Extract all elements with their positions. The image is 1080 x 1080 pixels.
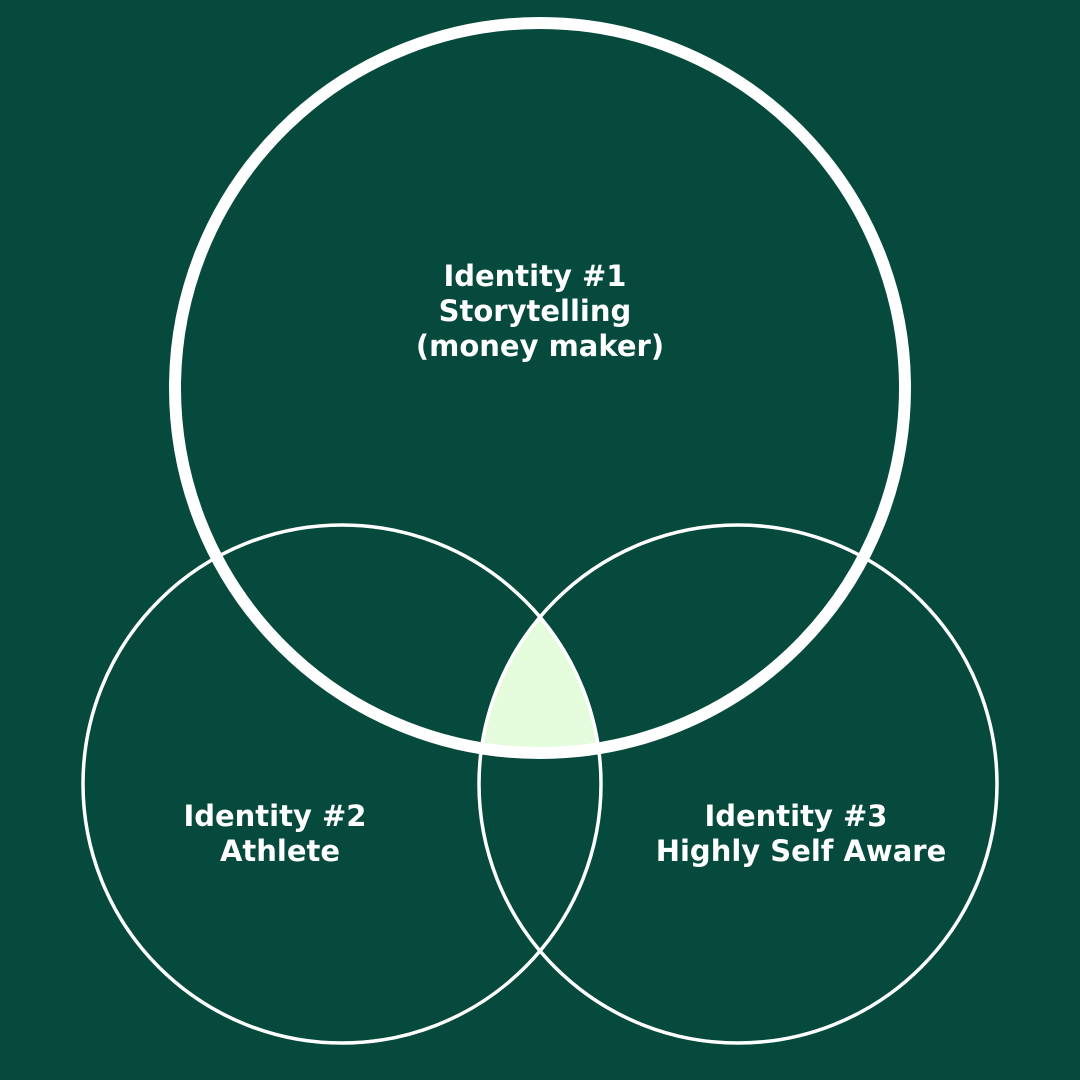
circle-identity-3 — [477, 523, 999, 1045]
circle-identity-1 — [169, 17, 911, 759]
label-line: Identity #2 — [183, 799, 366, 833]
label-line: (money maker) — [416, 329, 664, 363]
label-line: Identity #1 — [443, 259, 626, 293]
circle-label-identity-1: Identity #1 Storytelling (money maker) — [416, 259, 664, 363]
label-line: Identity #3 — [704, 799, 887, 833]
label-line: Athlete — [220, 834, 340, 868]
circle-identity-2 — [81, 523, 603, 1045]
circle-label-identity-3: Identity #3 Highly Self Aware — [656, 799, 947, 868]
circle-label-identity-2: Identity #2 Athlete — [183, 799, 376, 868]
label-line: Storytelling — [439, 294, 632, 328]
label-line: Highly Self Aware — [656, 834, 947, 868]
